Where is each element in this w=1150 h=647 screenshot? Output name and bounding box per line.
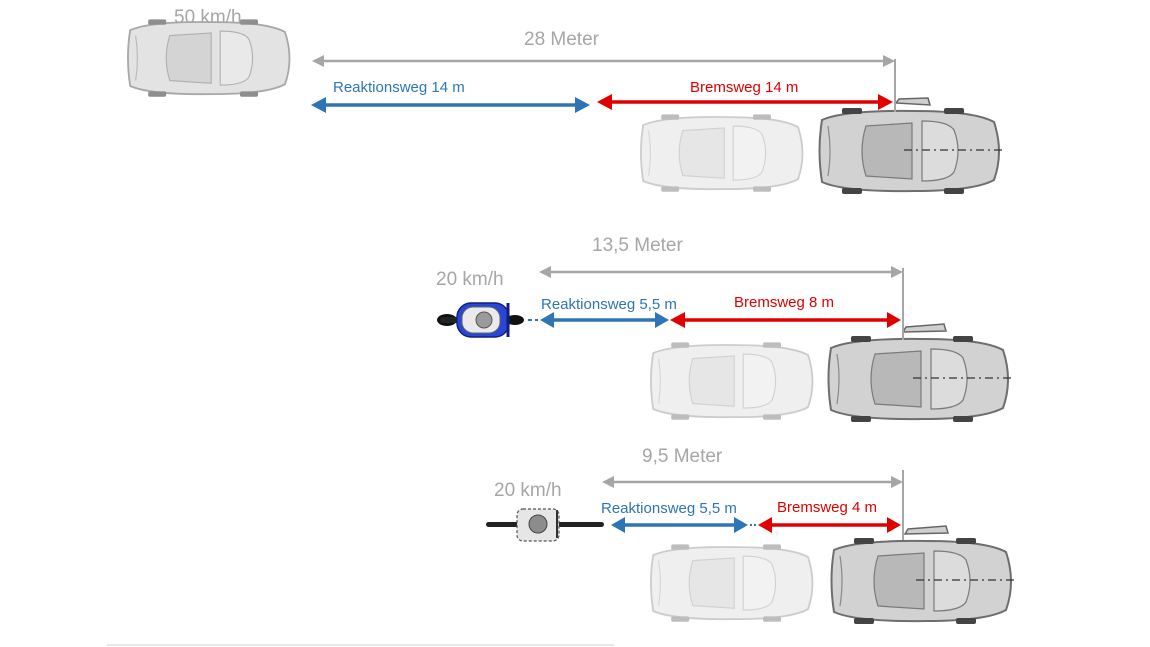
- total-distance-label: 9,5 Meter: [642, 446, 723, 467]
- car-icon: [127, 18, 291, 98]
- total-distance-arrow: [539, 266, 904, 340]
- reaction-distance-label: Reaktionsweg 5,5 m: [601, 500, 737, 517]
- reaction-distance-label: Reaktionsweg 14 m: [333, 79, 465, 96]
- speed-label: 20 km/h: [436, 269, 504, 290]
- open-door-icon: [903, 525, 949, 535]
- open-door-icon: [901, 323, 947, 333]
- total-distance-label: 13,5 Meter: [592, 235, 683, 256]
- car-ghost-icon: [650, 341, 814, 421]
- total-distance-arrow: [602, 470, 904, 540]
- speed-label: 20 km/h: [494, 480, 562, 501]
- braking-distance-arrow: [670, 312, 901, 328]
- braking-distance-arrow: [597, 94, 893, 110]
- braking-distance-label: Bremsweg 8 m: [734, 294, 835, 311]
- parked-car-icon: [818, 107, 1004, 195]
- car-ghost-icon: [650, 543, 814, 623]
- braking-distance-arrow: [758, 517, 901, 533]
- total-distance-label: 28 Meter: [524, 29, 599, 50]
- car-ghost-icon: [640, 113, 804, 193]
- braking-distance-label: Bremsweg 4 m: [777, 499, 878, 516]
- reaction-distance-arrow: [528, 312, 669, 328]
- total-distance-arrow: [312, 55, 896, 112]
- motorcycle-icon: [437, 302, 524, 338]
- speed-label: 50 km/h: [174, 7, 242, 28]
- reaction-distance-arrow: [611, 517, 756, 533]
- open-door-icon: [894, 97, 932, 106]
- bicycle-icon: [486, 508, 604, 542]
- parked-car-icon: [830, 537, 1016, 625]
- reaction-distance-arrow: [311, 97, 590, 113]
- reaction-distance-label: Reaktionsweg 5,5 m: [541, 296, 677, 313]
- braking-distance-label: Bremsweg 14 m: [690, 79, 799, 96]
- parked-car-icon: [827, 335, 1013, 423]
